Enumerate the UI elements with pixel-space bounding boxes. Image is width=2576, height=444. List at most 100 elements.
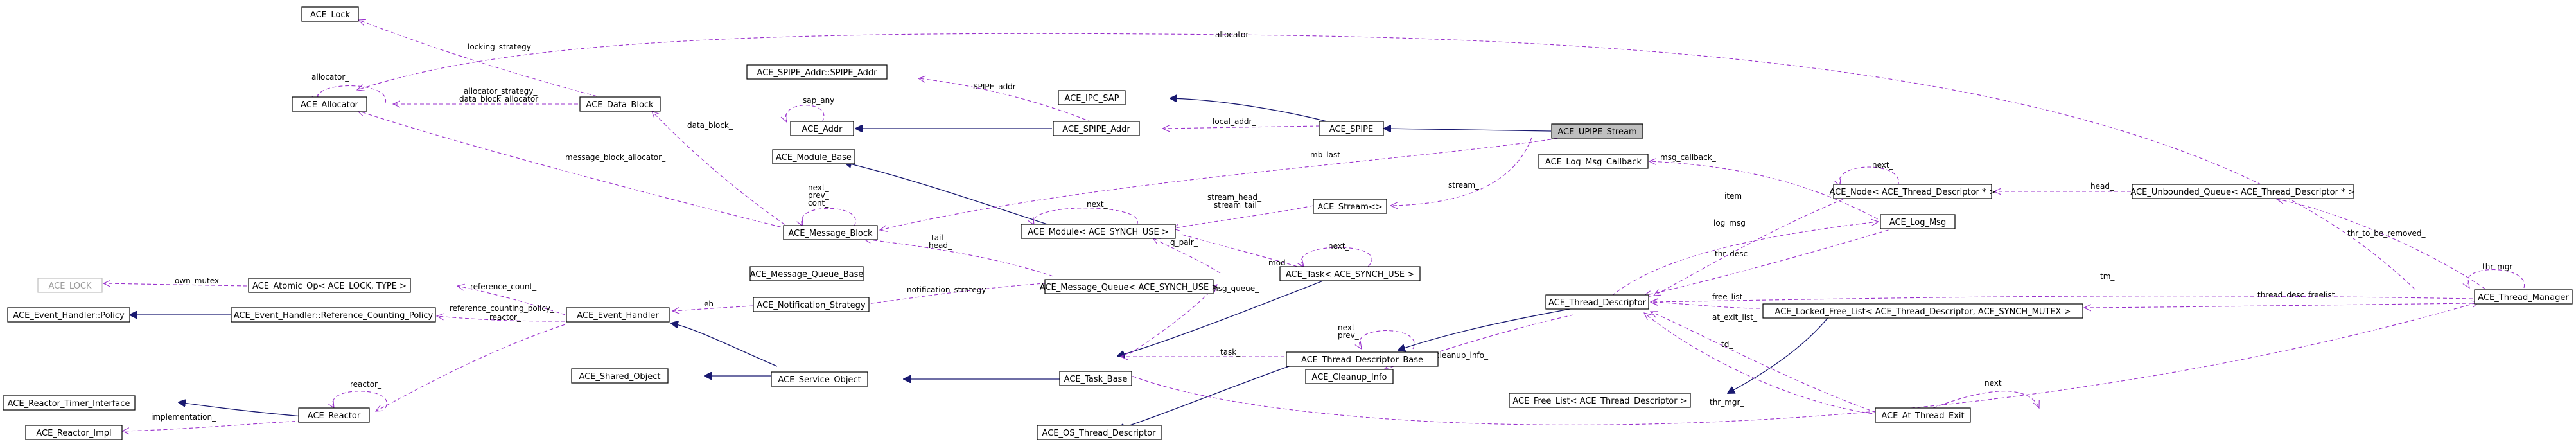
- edge-stream: [1390, 137, 1532, 206]
- node-ace-reactor-impl[interactable]: ACE_Reactor_Impl: [25, 425, 123, 440]
- node-ace-spipe[interactable]: ACE_SPIPE: [1319, 121, 1384, 136]
- edge-reactor: [376, 324, 566, 411]
- edge-log-msg: [1611, 222, 1879, 296]
- node-ace-reactor-timer-interface[interactable]: ACE_Reactor_Timer_Interface: [3, 395, 136, 411]
- node-label: ACE_Module< ACE_SYNCH_USE >: [1028, 227, 1168, 237]
- node-ace-log-msg-callback[interactable]: ACE_Log_Msg_Callback: [1538, 154, 1649, 169]
- edge-label-stream-tail: stream_tail_: [1214, 200, 1261, 209]
- node-ace-message-queue-base[interactable]: ACE_Message_Queue_Base: [749, 266, 864, 281]
- edges: [103, 20, 2525, 431]
- node-ace-ipc-sap[interactable]: ACE_IPC_SAP: [1058, 90, 1126, 105]
- node-label: ACE_Stream<>: [1317, 202, 1382, 212]
- edge-label-next-module: next_: [1087, 200, 1108, 209]
- edge-eh: [672, 305, 753, 311]
- node-label: ACE_Unbounded_Queue< ACE_Thread_Descript…: [2130, 188, 2354, 197]
- edge-reactor-to-timer-interface: [179, 402, 302, 417]
- edge-label-next-node: next_: [1872, 161, 1894, 170]
- node-ace-spipe-addr-spipe-addr[interactable]: ACE_SPIPE_Addr::SPIPE_Addr: [746, 64, 888, 80]
- node-ace-thread-manager[interactable]: ACE_Thread_Manager: [2474, 289, 2573, 305]
- edge-label-stream: stream_: [1448, 181, 1480, 190]
- edge-tail-head: [864, 239, 1054, 277]
- node-label: ACE_Task_Base: [1064, 375, 1128, 384]
- node-label: ACE_UPIPE_Stream: [1557, 127, 1636, 137]
- edge-label-free-list: free_list_: [1712, 292, 1747, 301]
- edge-local-addr: [1162, 126, 1320, 129]
- edge-label-message-block-allocator: message_block_allocator_: [565, 153, 666, 162]
- edge-task-to-task-base: [1117, 280, 1324, 356]
- edge-label-tm: tm_: [2100, 272, 2115, 281]
- node-ace-log-msg[interactable]: ACE_Log_Msg: [1880, 214, 1956, 229]
- edge-label-allocator-strategy: allocator_strategy_: [464, 87, 538, 96]
- node-label: ACE_Log_Msg_Callback: [1545, 157, 1642, 167]
- node-label: ACE_Addr: [802, 125, 843, 134]
- edge-label-reactor: reactor_: [489, 313, 521, 322]
- edge-label-local-addr: local_addr_: [1213, 117, 1256, 126]
- node-ace-notification-strategy[interactable]: ACE_Notification_Strategy: [753, 297, 870, 312]
- node-ace-lock[interactable]: ACE_Lock: [301, 6, 359, 22]
- edge-locked-free-list-to-free-list: [1728, 314, 1831, 393]
- node-ace-node[interactable]: ACE_Node< ACE_Thread_Descriptor * >: [1829, 184, 1996, 199]
- node-ace-upipe-stream[interactable]: ACE_UPIPE_Stream: [1551, 123, 1643, 139]
- node-label: ACE_Reactor: [308, 411, 361, 421]
- node-ace-cleanup-info[interactable]: ACE_Cleanup_Info: [1305, 369, 1394, 384]
- edge-msg-callback: [1649, 161, 1895, 229]
- edge-allocator-top: [357, 33, 2415, 290]
- edge-sap-any: [785, 105, 825, 122]
- node-ace-event-handler-rcp[interactable]: ACE_Event_Handler::Reference_Counting_Po…: [231, 307, 436, 323]
- edge-label-prev-tdb: prev_: [1338, 331, 1360, 340]
- node-ace-message-queue[interactable]: ACE_Message_Queue< ACE_SYNCH_USE >: [1040, 279, 1218, 294]
- edge-label-eh: eh_: [704, 299, 718, 308]
- node-label: ACE_Event_Handler::Policy: [13, 311, 125, 321]
- node-ace-os-thread-descriptor[interactable]: ACE_OS_Thread_Descriptor: [1037, 425, 1162, 440]
- edge-label-msg-callback: msg_callback_: [1660, 153, 1717, 162]
- node-ace-reactor[interactable]: ACE_Reactor: [298, 407, 370, 423]
- edge-label-mod: mod_: [1268, 258, 1290, 267]
- node-label: ACE_Data_Block: [586, 100, 654, 110]
- node-ace-thread-descriptor-base[interactable]: ACE_Thread_Descriptor_Base: [1286, 351, 1439, 367]
- node-label: ACE_At_Thread_Exit: [1881, 411, 1964, 421]
- node-label: ACE_IPC_SAP: [1065, 94, 1119, 103]
- node-ace-addr[interactable]: ACE_Addr: [790, 121, 854, 136]
- edge-thread-desc-freelist: [2084, 303, 2473, 308]
- edge-msg-queue: [1130, 285, 1217, 354]
- node-ace-module[interactable]: ACE_Module< ACE_SYNCH_USE >: [1021, 224, 1176, 239]
- node-ace-task-base[interactable]: ACE_Task_Base: [1059, 371, 1132, 386]
- node-ace-unbounded-queue[interactable]: ACE_Unbounded_Queue< ACE_Thread_Descript…: [2130, 184, 2355, 199]
- node-ace-service-object[interactable]: ACE_Service_Object: [771, 371, 868, 387]
- edge-label-td: td_: [1721, 340, 1733, 349]
- node-ace-stream[interactable]: ACE_Stream<>: [1313, 199, 1387, 214]
- node-ace-atomic-op[interactable]: ACE_Atomic_Op< ACE_LOCK, TYPE >: [248, 278, 411, 293]
- edge-spipe-to-ipc-sap: [1170, 98, 1330, 123]
- edge-label-locking-strategy: locking_strategy_: [468, 42, 536, 51]
- node-label: ACE_Thread_Descriptor_Base: [1301, 355, 1423, 365]
- edge-label-notification-strategy: notification_strategy_: [907, 285, 991, 294]
- node-ace-event-handler[interactable]: ACE_Event_Handler: [566, 307, 670, 323]
- node-ace-allocator[interactable]: ACE_Allocator: [292, 96, 367, 112]
- edge-label-thr-mgr-bottom: thr_mgr_: [1710, 398, 1744, 407]
- node-ace-data-block[interactable]: ACE_Data_Block: [579, 96, 661, 112]
- node-ace-thread-descriptor[interactable]: ACE_Thread_Descriptor: [1545, 294, 1649, 310]
- node-ace-free-list[interactable]: ACE_Free_List< ACE_Thread_Descriptor >: [1509, 393, 1691, 408]
- node-ace-lock-type: ACE_LOCK: [37, 278, 103, 293]
- edge-label-task: task_: [1220, 348, 1241, 357]
- node-ace-shared-object[interactable]: ACE_Shared_Object: [571, 368, 669, 384]
- edge-tdb-to-os-thread-descriptor: [1117, 360, 1304, 429]
- node-ace-message-block[interactable]: ACE_Message_Block: [783, 225, 878, 240]
- edge-at-exit-list: [1651, 312, 1882, 415]
- node-ace-spipe-addr[interactable]: ACE_SPIPE_Addr: [1053, 121, 1140, 136]
- edge-thread-descriptor-to-tdb: [1398, 308, 1574, 350]
- node-label: ACE_Event_Handler::Reference_Counting_Po…: [234, 311, 434, 321]
- node-ace-module-base[interactable]: ACE_Module_Base: [772, 149, 855, 164]
- node-label: ACE_SPIPE: [1329, 125, 1373, 134]
- edge-label-next-tdb: next_: [1338, 323, 1360, 332]
- edge-task-self: [1301, 247, 1372, 267]
- edge-message-block-allocator: [357, 111, 794, 231]
- edge-tm: [1651, 296, 2473, 302]
- node-ace-locked-free-list[interactable]: ACE_Locked_Free_List< ACE_Thread_Descrip…: [1762, 303, 2083, 319]
- edge-thr-mgr-bottom: [1120, 302, 2479, 425]
- node-ace-event-handler-policy[interactable]: ACE_Event_Handler::Policy: [7, 307, 130, 323]
- node-ace-task[interactable]: ACE_Task< ACE_SYNCH_USE >: [1279, 266, 1421, 281]
- edge-service-object-to-event-handler: [671, 323, 778, 367]
- node-ace-at-thread-exit[interactable]: ACE_At_Thread_Exit: [1875, 407, 1971, 423]
- edge-label-allocator-top: allocator_: [1215, 30, 1253, 39]
